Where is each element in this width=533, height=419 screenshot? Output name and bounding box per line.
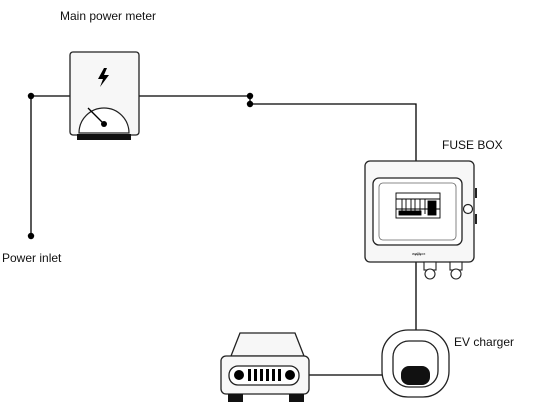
charger-icon (381, 329, 450, 398)
junction-dot (246, 100, 254, 108)
cable-glands (423, 261, 463, 280)
fuse-panel-icon (395, 192, 441, 219)
junction-dot (27, 232, 35, 240)
junction-dot (27, 92, 35, 100)
lightning-bolt-icon (98, 68, 109, 87)
fuse-box-brand: ▪ ▪ ▪ (415, 252, 422, 257)
label-main-power-meter: Main power meter (60, 9, 157, 23)
wire-to-fusebox (250, 103, 417, 161)
label-fuse-box: FUSE BOX (442, 138, 503, 152)
main-power-meter (69, 51, 140, 140)
charger-brand: wallbox (412, 251, 426, 256)
label-power-inlet: Power inlet (2, 251, 62, 265)
junction-dot (246, 92, 254, 100)
fuse-box: ▪ ▪ ▪ (364, 160, 477, 280)
wire-inlet-to-meter (30, 95, 70, 236)
label-ev-charger: EV charger (454, 335, 515, 349)
gauge-icon (78, 107, 130, 134)
car-icon (220, 332, 310, 402)
